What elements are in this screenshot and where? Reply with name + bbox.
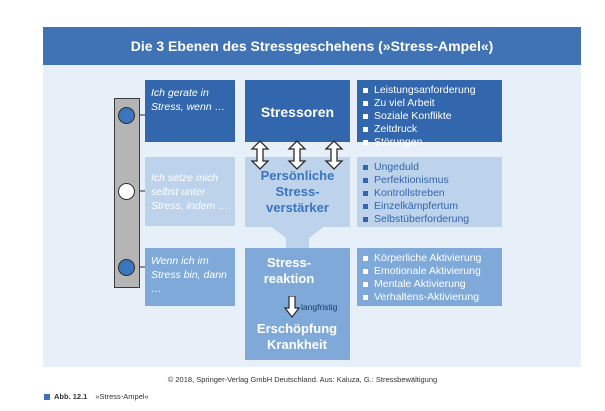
down-arrow-icon <box>284 296 300 318</box>
reaction-list-box: Körperliche Aktivierung Emotionale Aktiv… <box>357 248 502 306</box>
stressor-list: Leistungsanforderung Zu viel Arbeit Sozi… <box>363 84 496 149</box>
list-item: Selbstüberforderung <box>363 213 496 226</box>
figure-caption: Abb. 12.1 »Stress-Ampel« <box>44 392 149 401</box>
reaction-label: Stress-reaktion <box>263 255 315 286</box>
copyright-credit: © 2018, Springer-Verlag GmbH Deutschland… <box>167 375 438 384</box>
outcome-label: Erschöpfung Krankheit <box>256 321 338 352</box>
list-item: Mentale Aktivierung <box>363 278 496 291</box>
stressors-label: Stressoren <box>260 104 335 120</box>
list-item: Kontrollstreben <box>363 187 496 200</box>
list-item: Zu viel Arbeit <box>363 97 496 110</box>
connector-line-middle <box>140 190 145 192</box>
list-item: Ungeduld <box>363 161 496 174</box>
caption-marker-icon <box>44 393 50 400</box>
stressors-box: Stressoren <box>245 80 350 142</box>
arrow-label-longterm: langfristig <box>301 302 338 312</box>
traffic-light-lamp-bottom <box>118 259 135 276</box>
caption-label: Abb. 12.1 <box>54 392 88 401</box>
reaction-box <box>245 248 350 360</box>
connector-line-top <box>140 114 145 116</box>
list-item: Störungen <box>363 136 496 149</box>
list-item: Perfektionismus <box>363 174 496 187</box>
connector-line-bottom <box>140 266 145 268</box>
funnel-connector <box>270 226 325 251</box>
list-item: Leistungsanforderung <box>363 84 496 97</box>
prompt-box-stressors: Ich gerate in Stress, wenn … <box>145 80 235 142</box>
list-item: Verhaltens-Aktivierung <box>363 291 496 304</box>
stressor-list-box: Leistungsanforderung Zu viel Arbeit Sozi… <box>357 80 502 148</box>
prompt-box-reaction: Wenn ich im Stress bin, dann … <box>145 248 235 306</box>
list-item: Zeitdruck <box>363 123 496 136</box>
traffic-light <box>114 98 140 288</box>
amplifier-list-box: Ungeduld Perfektionismus Kontrollstreben… <box>357 157 502 227</box>
list-item: Körperliche Aktivierung <box>363 252 496 265</box>
traffic-light-lamp-top <box>118 107 135 124</box>
prompt-box-amplifiers: Ich setze mich selbst unter Stress, inde… <box>145 157 235 226</box>
figure-title: Die 3 Ebenen des Stressgeschehens (»Stre… <box>43 27 581 65</box>
double-arrow-center-icon <box>287 140 307 170</box>
amplifier-list: Ungeduld Perfektionismus Kontrollstreben… <box>363 161 496 226</box>
double-arrows <box>250 140 344 170</box>
reaction-list: Körperliche Aktivierung Emotionale Aktiv… <box>363 252 496 304</box>
list-item: Emotionale Aktivierung <box>363 265 496 278</box>
double-arrow-left-icon <box>250 140 270 170</box>
traffic-light-lamp-middle <box>118 183 135 200</box>
amplifier-label: Persönliche Stress-verstärker <box>260 168 335 215</box>
list-item: Einzelkämpfertum <box>363 200 496 213</box>
caption-text: »Stress-Ampel« <box>95 392 149 401</box>
double-arrow-right-icon <box>324 140 344 170</box>
list-item: Soziale Konflikte <box>363 110 496 123</box>
